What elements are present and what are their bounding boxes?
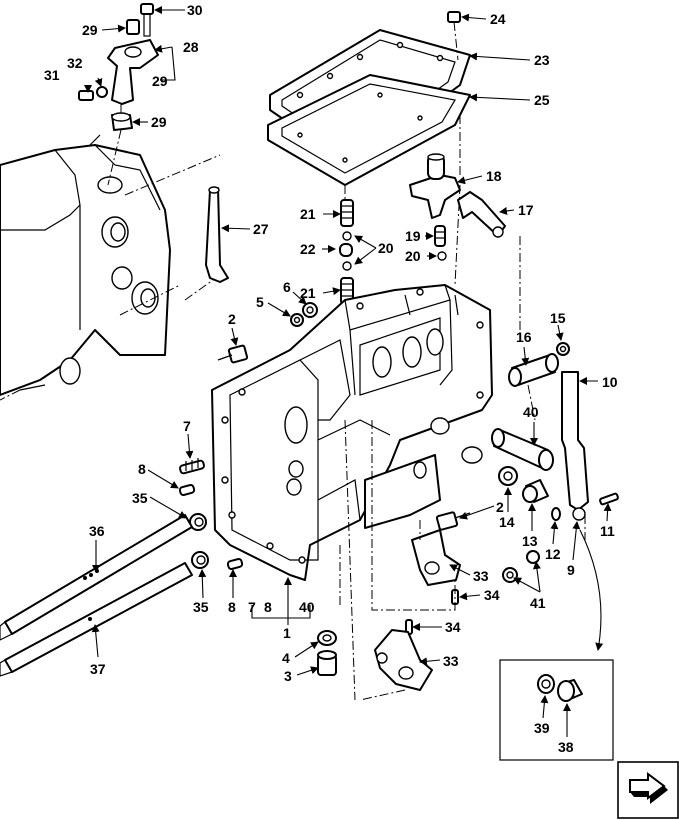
callout-28: 28: [183, 39, 199, 55]
seal-14: [498, 466, 518, 486]
callout-38: 38: [558, 739, 574, 755]
callout-7-a: 7: [183, 418, 191, 434]
callout-15: 15: [550, 310, 566, 326]
callout-4: 4: [282, 650, 290, 666]
callout-19: 19: [405, 228, 421, 244]
alignment-line: [344, 21, 461, 286]
callout-27: 27: [253, 221, 269, 237]
callout-17: 17: [518, 202, 534, 218]
bushings-35: [189, 513, 209, 569]
callout-29-a: 29: [82, 22, 98, 38]
shift-fork-33-upper: [411, 529, 461, 586]
bolt-2-upper: [217, 344, 249, 364]
callout-21-b: 21: [300, 285, 316, 301]
callout-20-a: 20: [378, 240, 394, 256]
callout-2-a: 2: [228, 311, 236, 327]
callout-40-a: 40: [523, 404, 539, 420]
callout-21-a: 21: [300, 206, 316, 222]
callout-11: 11: [600, 523, 615, 539]
leader-lines: [84, 6, 612, 737]
callout-labels: 30 29 28 29 32 31 29 24 23 25 18 17 27 2…: [44, 2, 618, 755]
callout-3: 3: [284, 668, 292, 684]
shift-fork-18: [409, 153, 461, 219]
callout-18: 18: [486, 168, 502, 184]
callout-6: 6: [283, 279, 291, 295]
callout-31: 31: [44, 67, 60, 83]
next-page-arrow-icon[interactable]: [617, 761, 679, 819]
washer-4: [317, 630, 337, 646]
detail-callout-arrow: [579, 529, 604, 651]
callout-5: 5: [256, 294, 264, 310]
callout-29-b: 29: [152, 73, 168, 89]
alignment-line: [0, 154, 221, 401]
callout-8-b: 8: [228, 599, 236, 615]
lever-27: [205, 186, 229, 283]
callout-34-a: 34: [484, 587, 500, 603]
callout-8-c: 8: [264, 599, 272, 615]
callout-32: 32: [67, 55, 83, 71]
callout-20-b: 20: [405, 248, 421, 264]
callout-13: 13: [522, 533, 538, 549]
callout-8-a: 8: [138, 461, 146, 477]
callout-1: 1: [283, 625, 291, 641]
callout-22: 22: [300, 241, 316, 257]
callout-30: 30: [187, 2, 203, 18]
side-cover: [364, 454, 441, 529]
callout-25: 25: [534, 92, 550, 108]
callout-35-a: 35: [132, 490, 148, 506]
alignment-line: [339, 236, 586, 701]
callout-37: 37: [90, 661, 106, 677]
reference-housing: [0, 134, 171, 396]
callout-7-b: 7: [248, 599, 256, 615]
callout-33-b: 33: [443, 653, 459, 669]
callout-10: 10: [602, 374, 618, 390]
callout-39: 39: [534, 720, 550, 736]
transmission-housing-1: [211, 284, 493, 581]
callout-2-b: 2: [496, 499, 504, 515]
shaft-40: [491, 428, 554, 471]
callout-14: 14: [499, 514, 515, 530]
bolt-2-lower: [435, 511, 471, 531]
callout-16: 16: [516, 329, 532, 345]
gasket-25: [267, 74, 471, 186]
bushing-13: [522, 479, 549, 503]
shaft-16: [508, 353, 559, 387]
callout-33-a: 33: [473, 568, 489, 584]
callout-41: 41: [530, 595, 546, 611]
callout-12: 12: [545, 546, 561, 562]
callout-34-b: 34: [445, 619, 461, 635]
callout-23: 23: [534, 52, 550, 68]
callout-29-c: 29: [151, 114, 167, 130]
ring-12: [551, 507, 561, 521]
lever-10: [561, 371, 589, 521]
detail-inset: [499, 659, 614, 761]
callout-36: 36: [89, 523, 105, 539]
callout-40-b: 40: [299, 599, 315, 615]
callout-35-b: 35: [193, 599, 209, 615]
drain-plug-3: [317, 650, 337, 676]
pins-7-8: [178, 458, 244, 571]
washer-15: [556, 342, 570, 356]
pin-11: [599, 492, 619, 506]
detent-springs: [339, 199, 447, 305]
alignment-line: [107, 104, 122, 186]
callout-9: 9: [567, 562, 575, 578]
shift-fork-33-lower: [374, 629, 433, 691]
washers-5-6: [290, 302, 318, 327]
shift-shaft-17: [457, 191, 506, 238]
bushing-41: [502, 550, 540, 583]
shift-rail-37: [0, 562, 193, 677]
bolt-24: [447, 11, 461, 23]
callout-24: 24: [490, 11, 506, 27]
